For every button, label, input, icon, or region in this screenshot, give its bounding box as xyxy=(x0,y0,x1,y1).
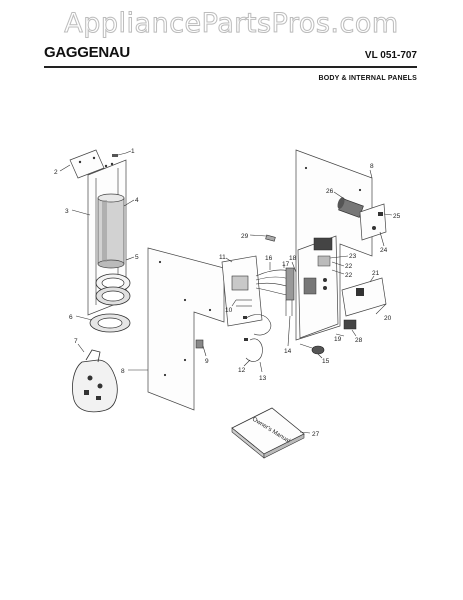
callout-11: 11 xyxy=(219,254,226,261)
callout-27: 27 xyxy=(312,431,320,438)
callout-3: 3 xyxy=(65,208,69,215)
callout-13: 13 xyxy=(259,375,267,382)
part-cylinder xyxy=(97,193,125,269)
callout-18: 18 xyxy=(289,255,297,262)
part-ring-upper xyxy=(95,273,131,306)
part-side-bracket xyxy=(359,203,387,241)
callout-21: 21 xyxy=(372,270,380,277)
part-ring-lower xyxy=(89,313,131,333)
part-owners-manual: Owner's Manual xyxy=(231,407,305,459)
callout-28: 28 xyxy=(355,337,363,344)
section-title: BODY & INTERNAL PANELS xyxy=(318,75,417,82)
callout-numbers: 1 2 3 4 5 6 7 8 8 9 10 11 12 13 14 15 16… xyxy=(54,148,401,438)
callout-23: 23 xyxy=(349,253,357,260)
part-screw xyxy=(112,152,127,157)
part-pin xyxy=(265,234,276,242)
callout-6: 6 xyxy=(69,314,73,321)
callout-25: 25 xyxy=(393,213,401,220)
callout-19: 19 xyxy=(334,336,342,343)
callout-17: 17 xyxy=(282,261,290,268)
callout-29: 29 xyxy=(241,233,249,240)
callout-2: 2 xyxy=(54,169,58,176)
callout-20: 20 xyxy=(384,315,392,322)
part-parts-bag xyxy=(72,349,118,413)
callout-1: 1 xyxy=(131,148,135,155)
callout-4: 4 xyxy=(135,197,139,204)
callout-8-right: 8 xyxy=(370,163,374,170)
callout-24: 24 xyxy=(380,247,388,254)
part-capacitor xyxy=(337,197,364,218)
callout-10: 10 xyxy=(225,307,233,314)
leader-lines xyxy=(59,150,393,434)
callout-9: 9 xyxy=(205,358,209,365)
header-rule xyxy=(44,66,417,68)
callout-16: 16 xyxy=(265,255,273,262)
brand-logo: GAGGENAU xyxy=(44,44,130,61)
callout-15: 15 xyxy=(322,358,330,365)
part-cable-harness xyxy=(255,267,295,316)
callout-14: 14 xyxy=(284,348,292,355)
part-connector xyxy=(299,343,325,355)
part-loose-wires xyxy=(243,314,272,362)
part-lower-bracket xyxy=(341,277,387,330)
part-left-panel xyxy=(147,247,225,411)
callout-22-b: 22 xyxy=(345,272,353,279)
callout-26: 26 xyxy=(326,188,334,195)
callout-22-a: 22 xyxy=(345,263,353,270)
callout-12: 12 xyxy=(238,367,246,374)
part-control-board xyxy=(297,235,339,339)
part-wiring-bracket xyxy=(221,255,263,327)
watermark: AppliancePartsPros.com xyxy=(64,8,399,40)
part-top-plate xyxy=(69,149,105,179)
part-small-plug xyxy=(195,339,204,349)
callout-8-left: 8 xyxy=(121,368,125,375)
model-number: VL 051-707 xyxy=(364,50,417,61)
callout-7: 7 xyxy=(74,338,78,345)
callout-5: 5 xyxy=(135,254,139,261)
